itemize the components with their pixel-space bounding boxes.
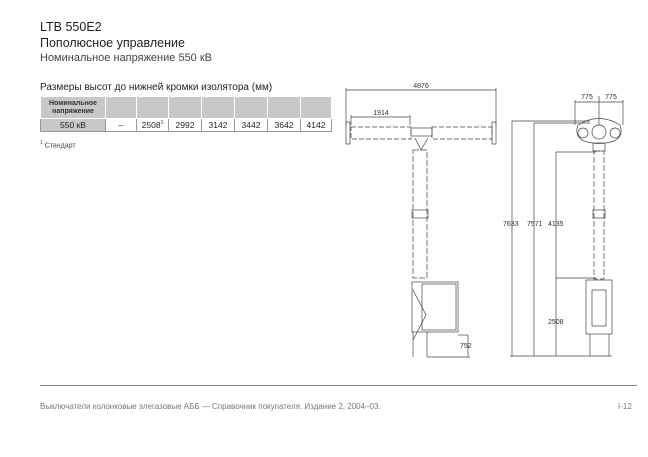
- table-row: 550 кВ – 25081 2992 3142 3442 3642 4142: [40, 118, 332, 132]
- cell: 2992: [168, 118, 202, 132]
- heights-table: Номинальное напряжение 550 кВ – 25081 29…: [40, 96, 332, 132]
- dim-total-width: 4876: [413, 83, 429, 90]
- cell: 25081: [136, 118, 169, 132]
- dim-height-top: 7633: [503, 221, 519, 228]
- front-view: [345, 88, 497, 358]
- page-number: I-12: [618, 402, 632, 411]
- dim-height-contact: 7571: [527, 221, 543, 228]
- table-caption: Размеры высот до нижней кромки изолятора…: [40, 82, 273, 93]
- dim-base-depth: 752: [460, 343, 472, 350]
- table-header-row: Номинальное напряжение: [40, 96, 332, 119]
- dim-phase-right: 775: [605, 94, 617, 101]
- voltage-line: Номинальное напряжение 550 кВ: [40, 52, 213, 64]
- dim-base-height: 2508: [548, 319, 564, 326]
- footer-divider: [40, 385, 637, 386]
- cell: 3442: [234, 118, 268, 132]
- header-voltage: Номинальное напряжение: [40, 96, 106, 119]
- page-subtitle: Пополюсное управление: [40, 36, 185, 50]
- dim-insulator-height: 4135: [548, 221, 564, 228]
- cell: 3142: [201, 118, 235, 132]
- page-title: LTB 550E2: [40, 20, 102, 34]
- cell: 3642: [267, 118, 301, 132]
- cell: 4142: [300, 118, 332, 132]
- dim-phase-left: 775: [581, 94, 593, 101]
- footer-text: Выключатели колонковые элегазовые АББ — …: [40, 402, 381, 411]
- side-view: [510, 96, 624, 357]
- dim-half-width: 1914: [373, 110, 389, 117]
- footnote: 1 Стандарт: [40, 140, 76, 150]
- row-label: 550 кВ: [40, 118, 106, 132]
